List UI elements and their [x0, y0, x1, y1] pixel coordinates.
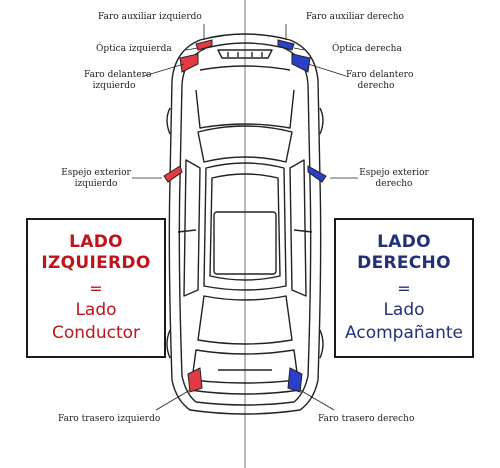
right-box-sub-line1: Lado [383, 300, 425, 320]
label-espejo-izquierdo-line1: Espejo exterior [61, 168, 131, 178]
label-faro-delantero-derecho: Faro delantero derecho [346, 70, 414, 92]
left-lights [163, 39, 213, 393]
label-faro-auxiliar-derecho: Faro auxiliar derecho [306, 12, 404, 22]
label-optica-izquierda: Óptica izquierda [96, 44, 172, 54]
label-optica-derecha: Óptica derecha [332, 44, 402, 54]
label-espejo-izquierdo-line2: izquierdo [74, 179, 118, 189]
faro-delantero-derecho-mark [291, 53, 311, 73]
right-box-title-line1: LADO [377, 232, 431, 252]
label-faro-delantero-izquierdo: Faro delantero izquierdo [84, 70, 152, 92]
right-box-title-line2: DERECHO [357, 253, 451, 273]
left-box-sub-line1: Lado [75, 300, 117, 320]
faro-auxiliar-derecho-mark [277, 39, 295, 51]
left-box-title-line1: LADO [69, 232, 123, 252]
faro-delantero-izquierdo-mark [179, 53, 199, 73]
left-box-equals: = [89, 279, 103, 298]
right-box-sub-line2: Acompañante [345, 323, 463, 343]
label-faro-delantero-izquierdo-line1: Faro delantero [84, 70, 152, 80]
faro-auxiliar-izquierdo-mark [195, 39, 213, 51]
faro-trasero-derecho-mark [287, 367, 303, 393]
right-lights [277, 39, 327, 393]
label-faro-delantero-izquierdo-line2: izquierdo [92, 81, 136, 91]
label-faro-trasero-izquierdo: Faro trasero izquierdo [58, 414, 161, 424]
right-side-box: LADO DERECHO = Lado Acompañante [334, 218, 474, 358]
label-espejo-derecho-line2: derecho [375, 179, 413, 189]
espejo-izquierdo-mark [163, 165, 183, 183]
left-box-title-line2: IZQUIERDO [41, 253, 151, 273]
label-espejo-izquierdo: Espejo exterior izquierdo [60, 168, 132, 190]
leader-lines [132, 24, 358, 411]
label-espejo-derecho: Espejo exterior derecho [358, 168, 430, 190]
label-faro-delantero-derecho-line1: Faro delantero [346, 70, 414, 80]
label-faro-auxiliar-izquierdo: Faro auxiliar izquierdo [98, 12, 202, 22]
label-faro-trasero-derecho: Faro trasero derecho [318, 414, 415, 424]
label-espejo-derecho-line1: Espejo exterior [359, 168, 429, 178]
left-box-sub-line2: Conductor [51, 323, 140, 343]
left-side-box: LADO IZQUIERDO = Lado Conductor [26, 218, 166, 358]
espejo-derecho-mark [307, 165, 327, 183]
faro-trasero-izquierdo-mark [187, 367, 203, 393]
right-box-equals: = [397, 279, 411, 298]
label-faro-delantero-derecho-line2: derecho [357, 81, 395, 91]
